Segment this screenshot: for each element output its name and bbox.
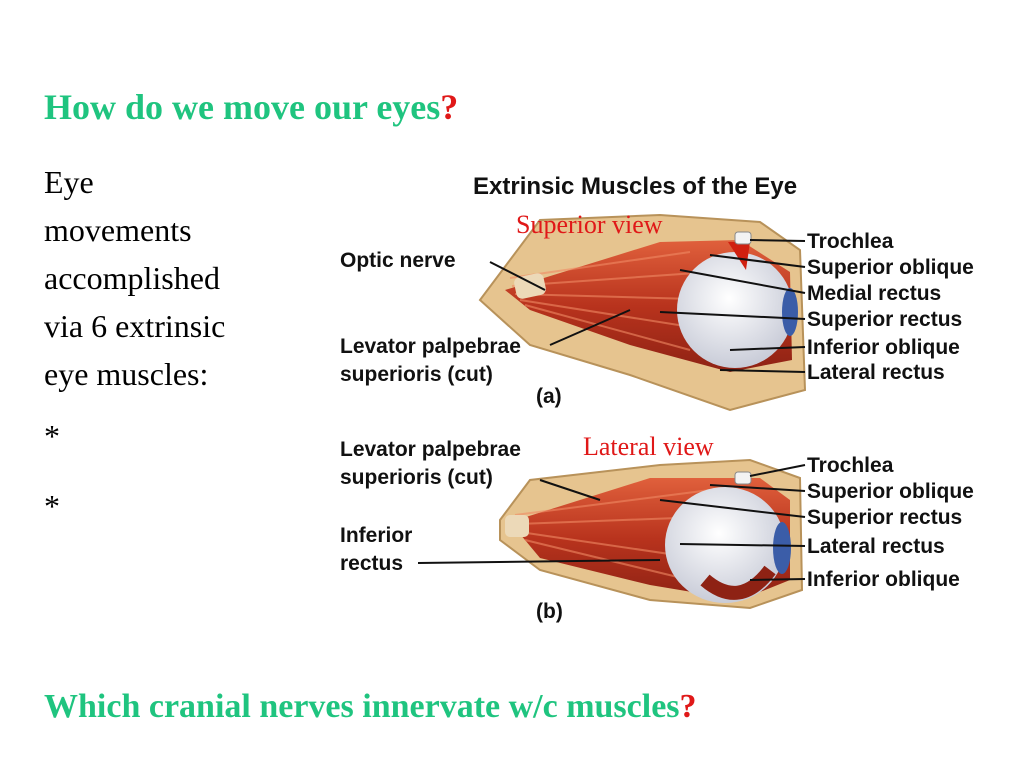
panel-a-letter: (a) [536,385,562,408]
inferior-oblique-shape [700,565,776,600]
iris-b [773,522,791,574]
body-line: via 6 extrinsic [44,308,226,344]
label-optic-nerve: Optic nerve [340,249,456,272]
body-line: accomplished [44,260,220,296]
body-line: Eye [44,164,94,200]
body-text: Eye movements accomplished via 6 extrins… [44,158,284,398]
slide-title: How do we move our eyes? [44,87,459,127]
label-levator-a1: Levator palpebrae [340,335,521,358]
label-inferior-rectus-1: Inferior [340,524,412,547]
label-levator-b1: Levator palpebrae [340,438,521,461]
optic-nerve-shape [514,273,546,299]
figure-title: Extrinsic Muscles of the Eye [473,173,797,200]
panel-a-view-label: Superior view [516,210,663,239]
label-inferior-oblique-b: Inferior oblique [807,568,960,591]
panel-b-letter: (b) [536,600,563,623]
label-trochlea-a: Trochlea [807,230,894,253]
panel-a-right-labels: Trochlea Superior oblique Medial rectus … [659,230,974,384]
eye-muscles-figure: Extrinsic Muscles of the Eye Superior vi… [340,173,974,623]
panel-b-view-label: Lateral view [583,432,714,461]
trochlea-shape [728,242,750,270]
panel-b-illustration [499,458,804,610]
cranial-nerves-question: Which cranial nerves innervate w/c muscl… [44,688,697,725]
label-lateral-rectus-b: Lateral rectus [807,535,945,558]
label-medial-rectus-a: Medial rectus [807,282,941,305]
panel-a-illustration [478,213,807,412]
label-superior-oblique-a: Superior oblique [807,256,974,279]
label-inferior-oblique-a: Inferior oblique [807,336,960,359]
body-line: eye muscles: [44,356,209,392]
bullet-1: * [44,418,60,454]
label-trochlea-b: Trochlea [807,454,894,477]
label-superior-oblique-b: Superior oblique [807,480,974,503]
optic-nerve-shape-b [505,515,529,537]
label-levator-b2: superioris (cut) [340,466,493,489]
label-inferior-rectus-2: rectus [340,552,403,575]
panel-b-right-labels: Trochlea Superior oblique Superior rectu… [659,454,974,591]
label-superior-rectus-b: Superior rectus [807,506,962,529]
iris [782,288,798,336]
bullet-2: * [44,488,60,524]
label-superior-rectus-a: Superior rectus [807,308,962,331]
label-levator-a2: superioris (cut) [340,363,493,386]
body-line: movements [44,212,192,248]
eyeball [677,252,793,368]
label-lateral-rectus-a: Lateral rectus [807,361,945,384]
